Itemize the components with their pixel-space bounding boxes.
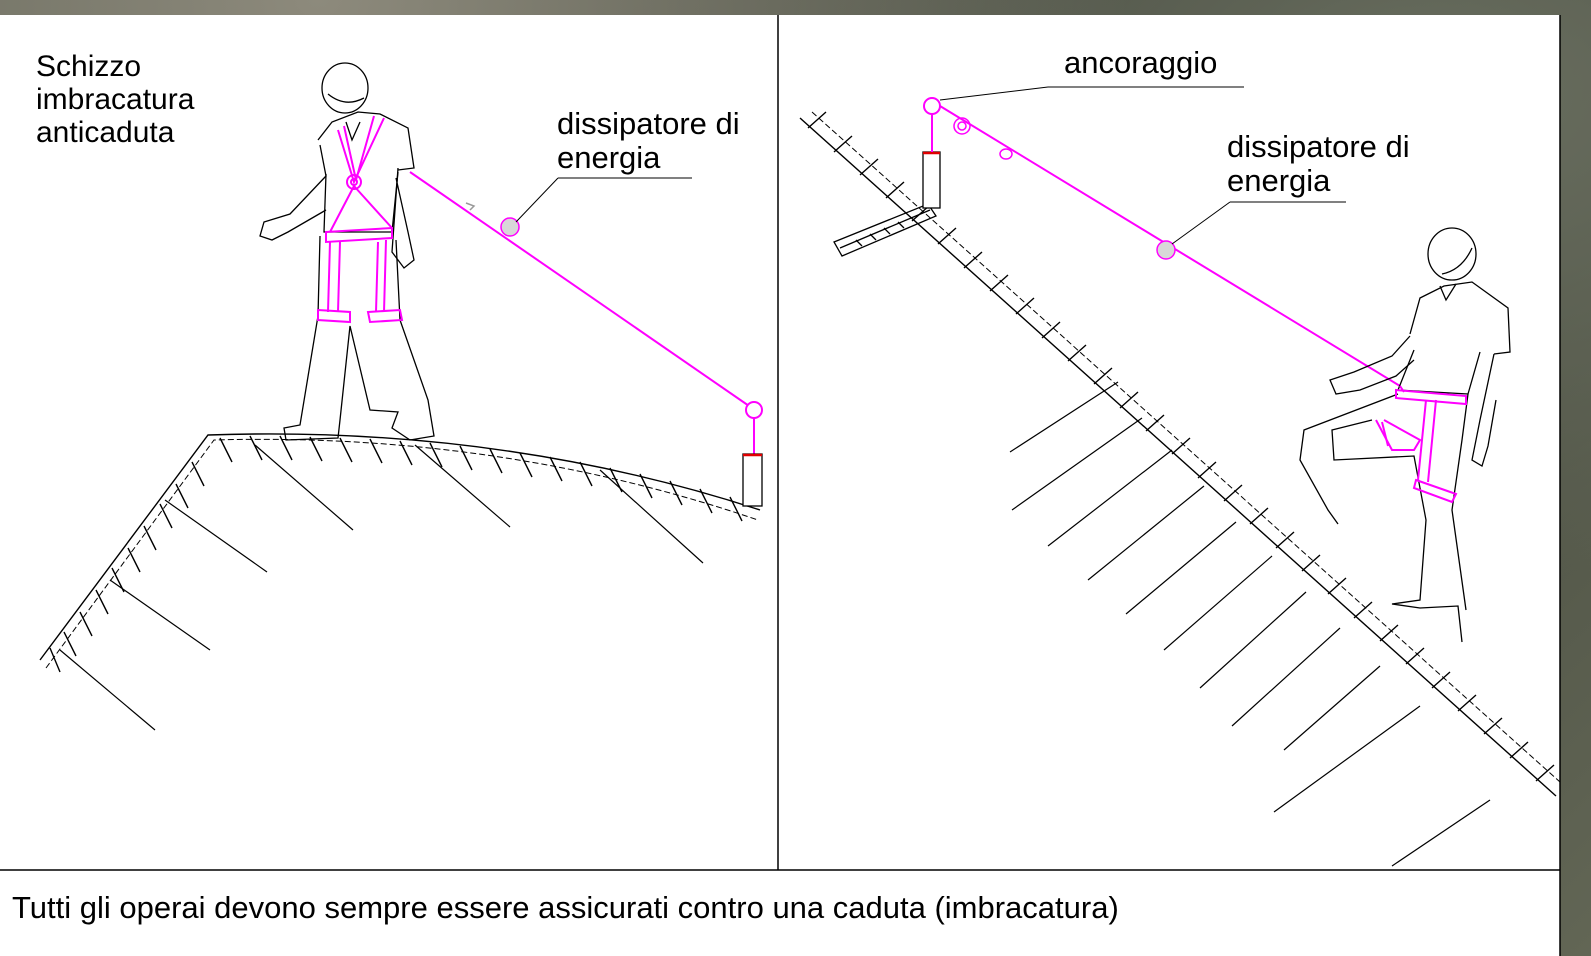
right-harness xyxy=(1375,385,1467,504)
right-worker xyxy=(1299,227,1511,643)
left-energy-absorber xyxy=(500,217,520,237)
anchor-label: ancoraggio xyxy=(1064,45,1218,80)
left-worker xyxy=(259,62,435,441)
right-absorber-label: dissipatore di energia xyxy=(1227,129,1410,198)
left-harness xyxy=(317,115,404,324)
left-anchor-ring xyxy=(745,401,763,419)
right-anchor xyxy=(922,97,1401,387)
left-lanyard xyxy=(409,171,763,507)
left-anchor-post xyxy=(742,453,763,507)
right-ground-slope-lines xyxy=(1009,381,1491,867)
right-energy-absorber xyxy=(1156,240,1176,260)
right-anchor-post xyxy=(922,151,941,209)
right-ground-profile xyxy=(799,111,1561,797)
right-absorber-leader xyxy=(1171,201,1231,245)
right-ground-anchor-bolt xyxy=(833,203,937,257)
left-absorber-label: dissipatore di energia xyxy=(557,106,740,175)
footer-caption: Tutti gli operai devono sempre essere as… xyxy=(12,890,1119,925)
right-anchor-ring xyxy=(923,97,941,115)
left-ground-slope-lines xyxy=(59,444,704,731)
right-anchor-leader xyxy=(939,86,1049,101)
left-ground-profile xyxy=(39,433,761,673)
left-absorber-leader xyxy=(515,177,559,223)
sketch-title: Schizzo imbracatura anticaduta xyxy=(36,50,195,149)
drawing-sheet xyxy=(0,15,1560,956)
